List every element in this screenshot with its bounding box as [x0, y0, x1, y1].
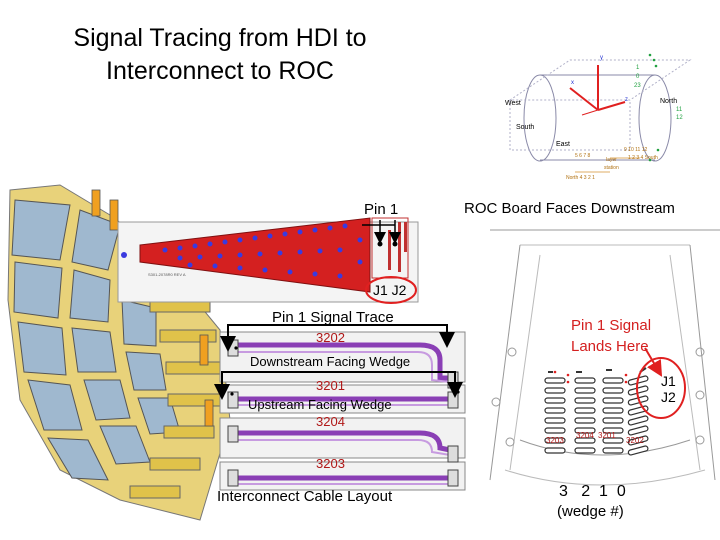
- coord-num-23: 23: [634, 83, 641, 89]
- coord-station-left: North 4 3 2 1: [566, 175, 595, 181]
- hdi-board-text: S301-2078R0 REV A: [148, 272, 186, 277]
- roc-heading: ROC Board Faces Downstream: [464, 200, 675, 217]
- coord-axis-z: z: [625, 97, 628, 103]
- hdi-connector-labels: J1 J2: [373, 282, 407, 298]
- slide-title: Signal Tracing from HDI to Interconnect …: [40, 22, 400, 88]
- coord-axis-y: y: [600, 55, 603, 61]
- downstream-wedge-note: Downstream Facing Wedge: [250, 354, 411, 369]
- cable-layout: [214, 324, 466, 491]
- title-line-1: Signal Tracing from HDI to: [73, 24, 367, 52]
- detector-wedge-fan: [7, 184, 231, 521]
- coord-layer-right: 9 10 11 12: [624, 147, 648, 153]
- coord-east: East: [556, 141, 571, 148]
- coord-west: West: [505, 100, 521, 107]
- coord-axis-x: x: [571, 80, 574, 86]
- hdi-board: [117, 217, 419, 304]
- cable-number-3202: 3202: [316, 330, 345, 345]
- upstream-wedge-note: Upstream Facing Wedge: [248, 397, 392, 412]
- coord-station-right: 1 2 3 4 South: [628, 155, 658, 161]
- coord-num-12: 12: [676, 115, 683, 121]
- pin1-label: Pin 1: [364, 201, 399, 218]
- coordinate-diagram: [508, 53, 692, 173]
- roc-j2-label: J2: [661, 389, 676, 405]
- roc-signal-note-line1: Pin 1 Signal: [571, 317, 652, 334]
- coord-num-1: 1: [636, 65, 640, 71]
- roc-connector-3203: 3203: [546, 436, 564, 445]
- roc-wedge-numbers: 3 2 1 0: [559, 483, 626, 500]
- roc-connector-3201: 3201: [598, 431, 616, 440]
- coord-south: South: [516, 124, 535, 131]
- roc-connector-3202: 3202: [626, 436, 644, 445]
- coord-north: North: [660, 98, 678, 105]
- cable-number-3201: 3201: [316, 378, 345, 393]
- coord-num-11: 11: [676, 107, 683, 113]
- roc-board: [489, 229, 720, 486]
- coord-layer-left: 5 6 7 8: [575, 153, 591, 159]
- cable-number-3203: 3203: [316, 456, 345, 471]
- roc-wedge-caption: (wedge #): [557, 503, 624, 520]
- coord-station-text: station: [604, 165, 619, 171]
- title-line-2: Interconnect to ROC: [106, 57, 334, 85]
- roc-signal-note-line2: Lands Here: [571, 338, 649, 355]
- coord-layer-text: layer: [606, 157, 617, 163]
- cable-layout-caption: Interconnect Cable Layout: [217, 488, 393, 505]
- cable-number-3204: 3204: [316, 414, 345, 429]
- roc-connector-3204: 3204: [576, 431, 594, 440]
- roc-j1-label: J1: [661, 373, 676, 389]
- pin1-signal-trace-label: Pin 1 Signal Trace: [272, 309, 394, 326]
- coord-num-0: 0: [636, 74, 640, 80]
